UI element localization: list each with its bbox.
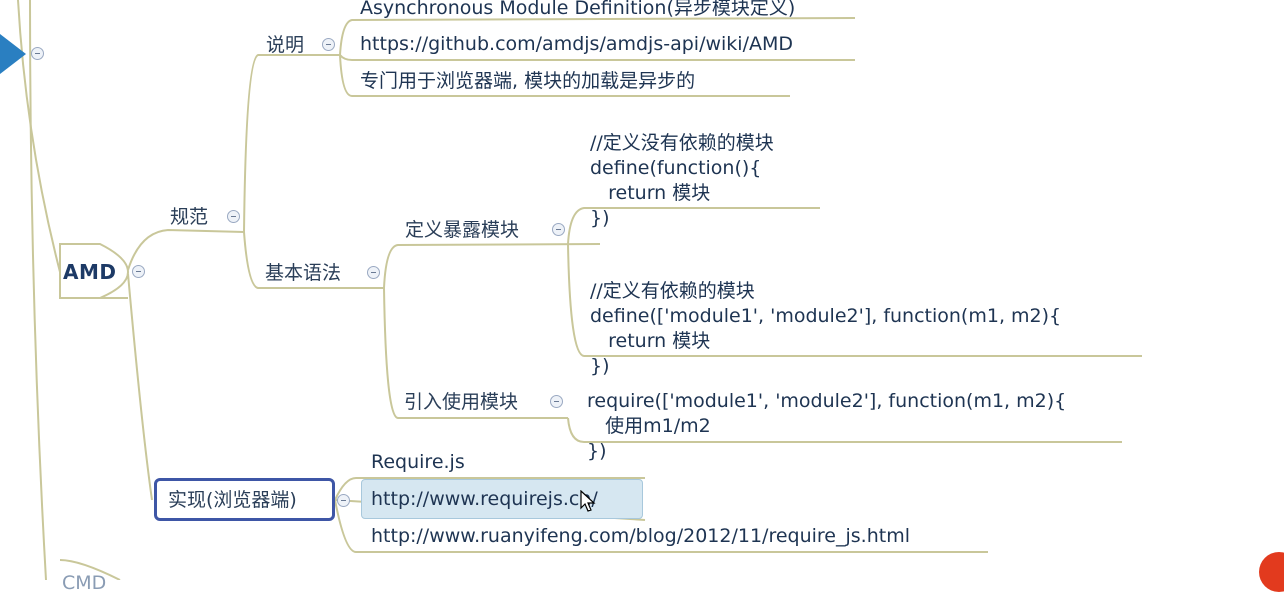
code-line: 使用m1/m2 <box>587 415 711 437</box>
collapse-toggle-impl[interactable] <box>337 494 350 507</box>
code-line: //定义有依赖的模块 <box>590 280 755 302</box>
code-block-define-with-deps[interactable]: //定义有依赖的模块 define(['module1', 'module2'],… <box>590 254 1061 404</box>
code-line: return 模块 <box>590 182 711 204</box>
desc-item-amd-definition[interactable]: Asynchronous Module Definition(异步模块定义) <box>360 0 796 19</box>
collapse-toggle-define[interactable] <box>552 223 565 236</box>
node-use[interactable]: 引入使用模块 <box>404 391 519 413</box>
code-line: }) <box>590 207 610 229</box>
code-block-require[interactable]: require(['module1', 'module2'], function… <box>587 364 1066 489</box>
code-line: require(['module1', 'module2'], function… <box>587 390 1067 412</box>
mouse-cursor-icon <box>580 490 596 512</box>
node-cmd-partial[interactable]: CMD <box>62 572 107 594</box>
amd-node-shape <box>59 243 130 299</box>
hover-highlight <box>361 479 643 519</box>
root-node-amd[interactable]: AMD <box>63 260 117 284</box>
node-syntax[interactable]: 基本语法 <box>265 262 342 284</box>
node-desc[interactable]: 说明 <box>266 34 305 56</box>
desc-item-browser-async[interactable]: 专门用于浏览器端, 模块的加载是异步的 <box>360 70 696 92</box>
collapse-toggle-parent[interactable] <box>31 47 44 60</box>
collapse-toggle-use[interactable] <box>550 395 563 408</box>
collapse-toggle-syntax[interactable] <box>367 266 380 279</box>
collapse-toggle-amd[interactable] <box>132 265 145 278</box>
selection-frame <box>154 478 335 521</box>
code-line: }) <box>587 440 607 462</box>
desc-item-github-link[interactable]: https://github.com/amdjs/amdjs-api/wiki/… <box>360 33 794 55</box>
code-line: //定义没有依赖的模块 <box>590 132 774 154</box>
code-line: define(function(){ <box>590 157 762 179</box>
parent-branch-arrow <box>0 34 26 74</box>
code-line: define(['module1', 'module2'], function(… <box>590 305 1062 327</box>
collapse-toggle-spec[interactable] <box>227 210 240 223</box>
code-block-define-no-deps[interactable]: //定义没有依赖的模块 define(function(){ return 模块}… <box>590 106 774 256</box>
code-line: return 模块 <box>590 330 711 352</box>
node-spec[interactable]: 规范 <box>170 206 209 228</box>
collapse-toggle-desc[interactable] <box>322 38 335 51</box>
impl-item-requirejs-cn-link[interactable]: http://www.requirejs.cn/ <box>371 488 598 510</box>
node-define[interactable]: 定义暴露模块 <box>405 219 520 241</box>
impl-item-ruanyifeng-link[interactable]: http://www.ruanyifeng.com/blog/2012/11/r… <box>371 525 910 547</box>
node-impl[interactable]: 实现(浏览器端) <box>168 489 297 511</box>
code-line: }) <box>590 355 610 377</box>
impl-item-requirejs[interactable]: Require.js <box>371 451 465 473</box>
